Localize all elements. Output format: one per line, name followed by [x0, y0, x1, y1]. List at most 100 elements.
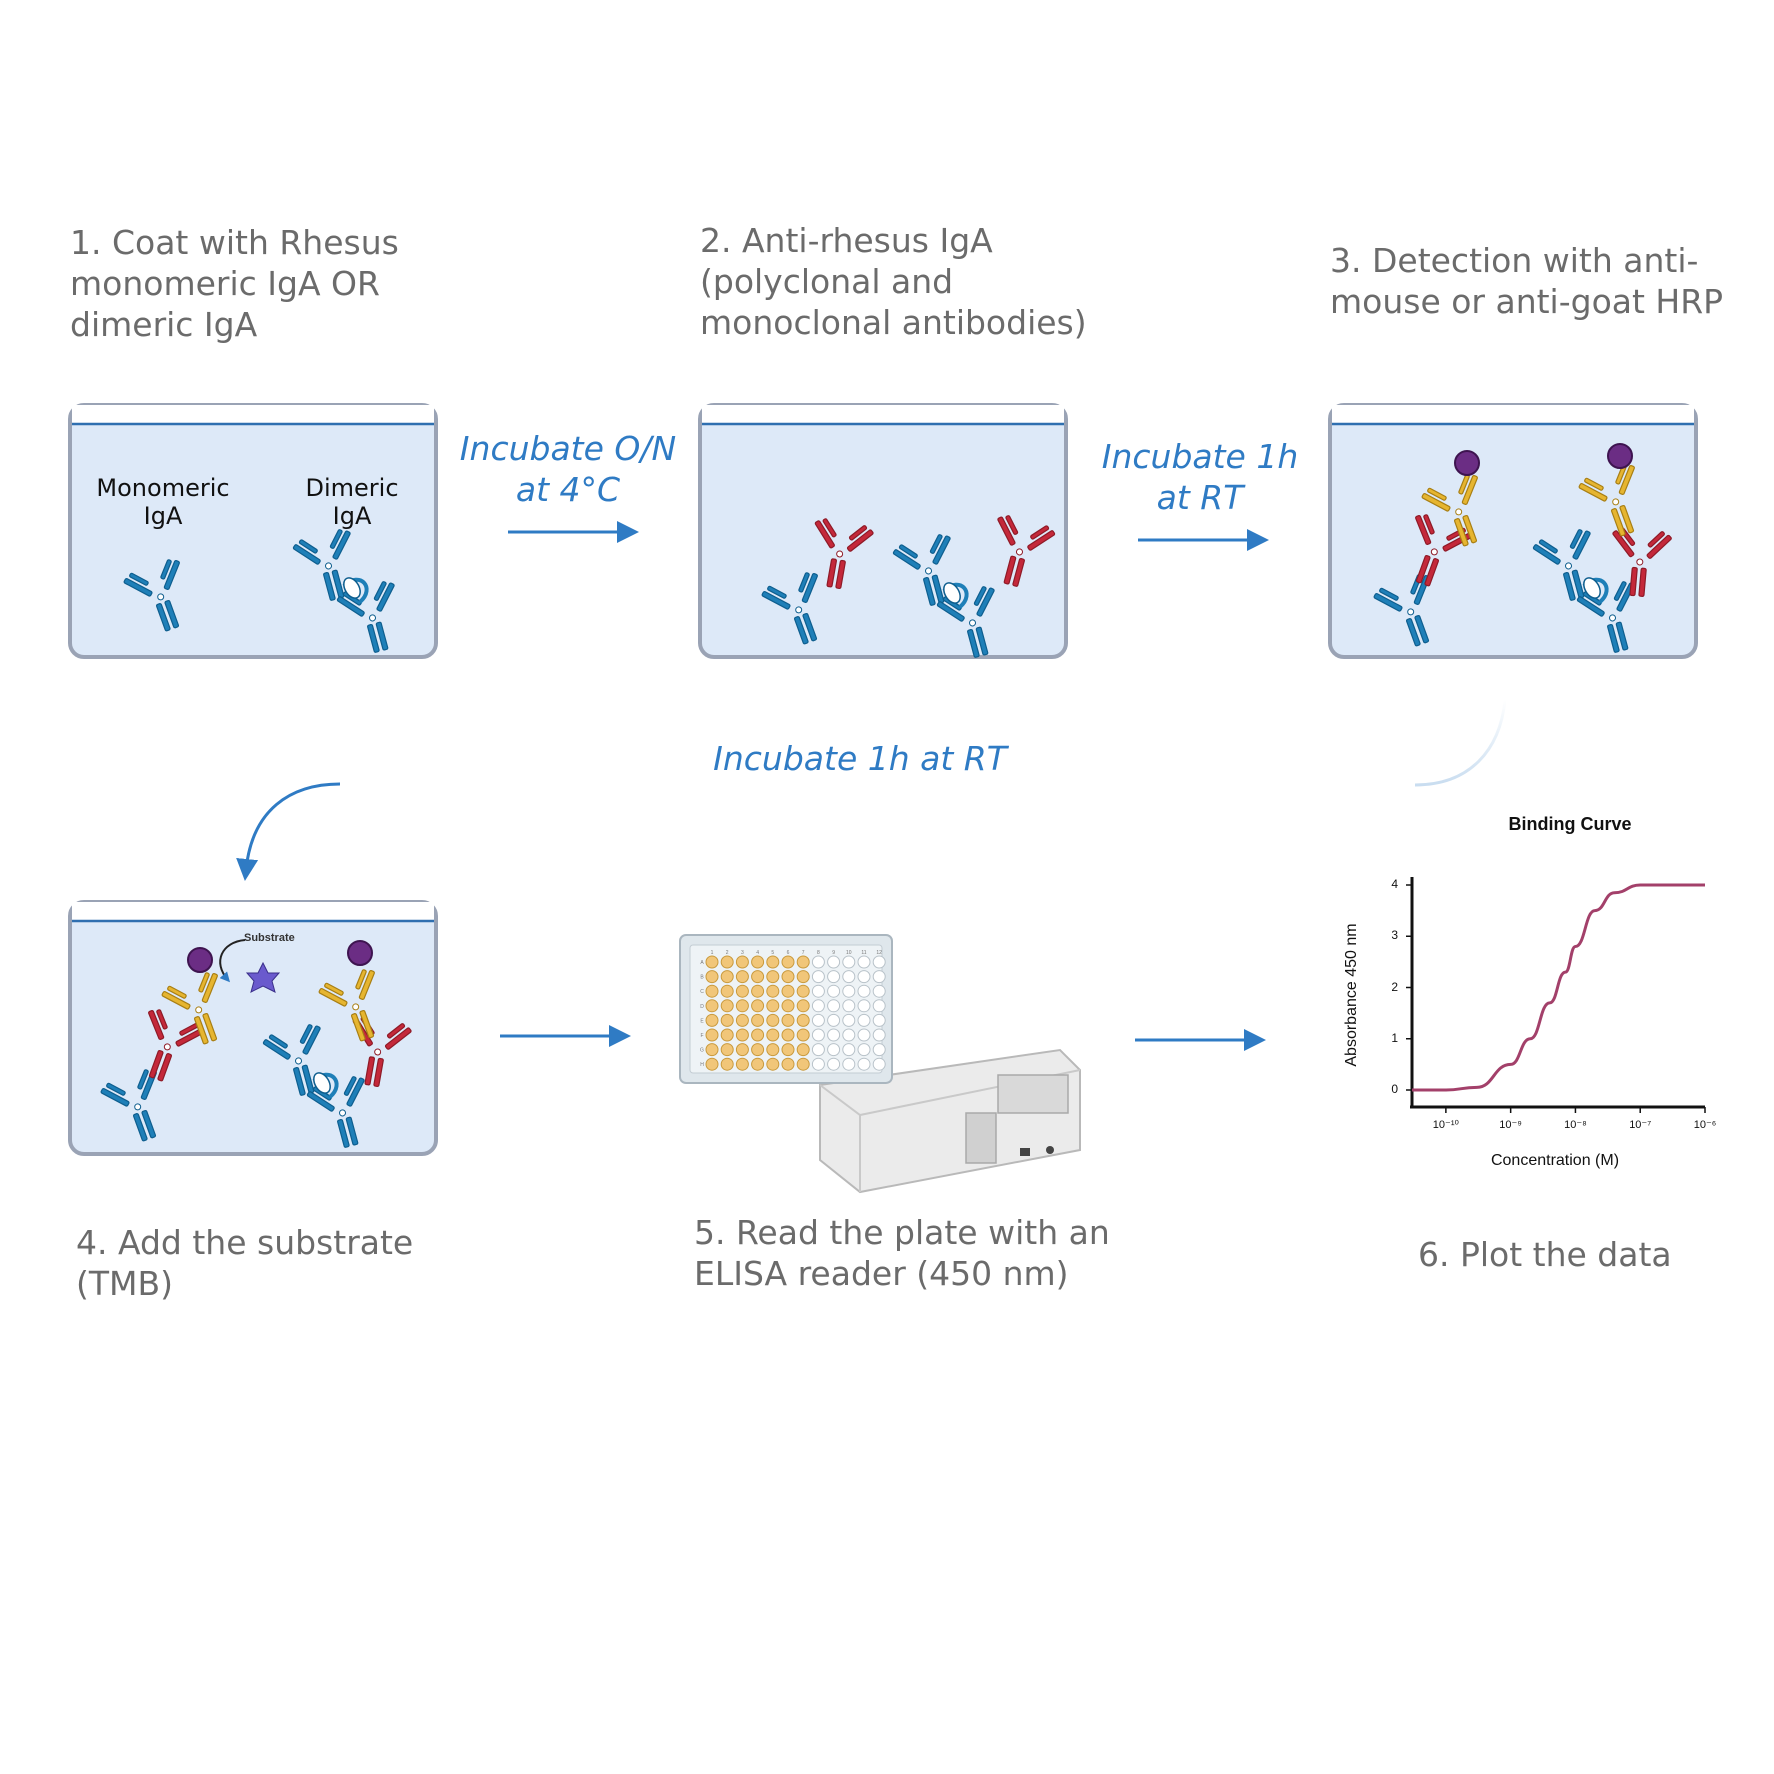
plate-well: [735, 1057, 749, 1071]
elisa-reader-icon: [819, 1048, 1081, 1194]
plate-well: [720, 1043, 734, 1057]
plate-well: [735, 955, 749, 969]
plate-column-label: 4: [756, 950, 759, 956]
plate-well: [735, 984, 749, 998]
plate-well: [735, 1043, 749, 1057]
plate-well: [796, 1013, 810, 1027]
plate-well: [766, 1028, 780, 1042]
plate-well: [857, 1028, 871, 1042]
plate-well: [842, 970, 856, 984]
plate-well: [842, 1028, 856, 1042]
plate-well: [705, 984, 719, 998]
plate-well: [781, 1028, 795, 1042]
plate-row-label: D: [700, 1004, 704, 1010]
plate-well: [766, 1057, 780, 1071]
arrow-step3-to-4: [236, 699, 1507, 881]
incubate-overnight-label: Incubate O/N at 4°C: [459, 429, 677, 509]
y-tick-label: 1: [1391, 1030, 1398, 1045]
plate-column-label: 9: [832, 950, 835, 956]
plate-well: [705, 955, 719, 969]
plate-well: [827, 970, 841, 984]
plate-well: [766, 1013, 780, 1027]
plate-well: [781, 999, 795, 1013]
plate-well: [827, 1057, 841, 1071]
plate-well: [705, 1013, 719, 1027]
plate-well: [842, 984, 856, 998]
plate-well: [872, 1028, 886, 1042]
x-tick-label: 10⁻⁶: [1693, 1119, 1717, 1131]
plate-well: [766, 1043, 780, 1057]
plate-well: [751, 955, 765, 969]
plate-well: [811, 984, 825, 998]
plate-well: [811, 999, 825, 1013]
dimeric-iga-label: Dimeric IgA: [305, 474, 399, 530]
plate-well: [796, 1043, 810, 1057]
plate-well: [781, 955, 795, 969]
plate-column-label: 11: [861, 950, 866, 956]
plate-column-label: 3: [741, 950, 744, 956]
plate-well: [796, 955, 810, 969]
plate-well: [796, 999, 810, 1013]
plate-well: [857, 999, 871, 1013]
plate-column-label: 1: [711, 950, 714, 956]
plate-well: [811, 1028, 825, 1042]
plate-well: [735, 970, 749, 984]
well4-antibodies: [97, 939, 414, 1154]
y-tick-label: 0: [1391, 1082, 1398, 1096]
plate-well: [705, 1057, 719, 1071]
plate-well: [751, 984, 765, 998]
plate-column-label: 7: [802, 950, 805, 956]
plate-well: [857, 1013, 871, 1027]
plate-well: [751, 1028, 765, 1042]
plate-row-label: C: [700, 989, 704, 995]
x-tick-label: 10⁻⁹: [1499, 1119, 1523, 1131]
plate-well: [842, 1013, 856, 1027]
plate-well: [766, 984, 780, 998]
plate-well: [872, 1043, 886, 1057]
plate-well: [751, 1043, 765, 1057]
plate-well: [796, 970, 810, 984]
plate-row-label: B: [700, 975, 704, 981]
x-tick-label: 10⁻⁷: [1629, 1119, 1652, 1131]
incubate-1h-label: Incubate 1h at RT: [1101, 437, 1299, 517]
y-tick-label: 2: [1391, 979, 1398, 994]
plate-column-label: 8: [817, 950, 820, 956]
chart-ylabel: Absorbance 450 nm: [1343, 923, 1360, 1067]
plate-well: [766, 999, 780, 1013]
plate-well: [766, 970, 780, 984]
chart-xlabel: Concentration (M): [1490, 1152, 1620, 1169]
chart-title: Binding Curve: [1508, 814, 1632, 834]
plate-column-label: 6: [787, 950, 790, 956]
plate-well: [735, 1028, 749, 1042]
plate-row-label: G: [700, 1048, 704, 1054]
plate-column-label: 12: [876, 950, 882, 956]
plate-well: [827, 1013, 841, 1027]
plate-well: [720, 970, 734, 984]
plate-well: [827, 984, 841, 998]
plate-well: [705, 999, 719, 1013]
plate-well: [705, 1028, 719, 1042]
well-step4: [68, 900, 438, 1156]
plate-well: [811, 1043, 825, 1057]
plate-column-label: 10: [846, 950, 852, 956]
plate-well: [872, 999, 886, 1013]
plate-well: [842, 999, 856, 1013]
plate-well: [842, 1043, 856, 1057]
plate-well: [857, 970, 871, 984]
plate-well: [796, 1028, 810, 1042]
tmb-star-icon: [245, 961, 281, 993]
plate-well: [751, 970, 765, 984]
well-step1: [68, 403, 438, 659]
plate-well: [720, 999, 734, 1013]
plate-well: [705, 1043, 719, 1057]
plate-column-label: 5: [771, 950, 774, 956]
plate-well: [705, 970, 719, 984]
plate-well: [872, 984, 886, 998]
plate-well: [781, 970, 795, 984]
plate-well: [872, 1013, 886, 1027]
plate-well: [781, 1057, 795, 1071]
plate-well: [872, 955, 886, 969]
